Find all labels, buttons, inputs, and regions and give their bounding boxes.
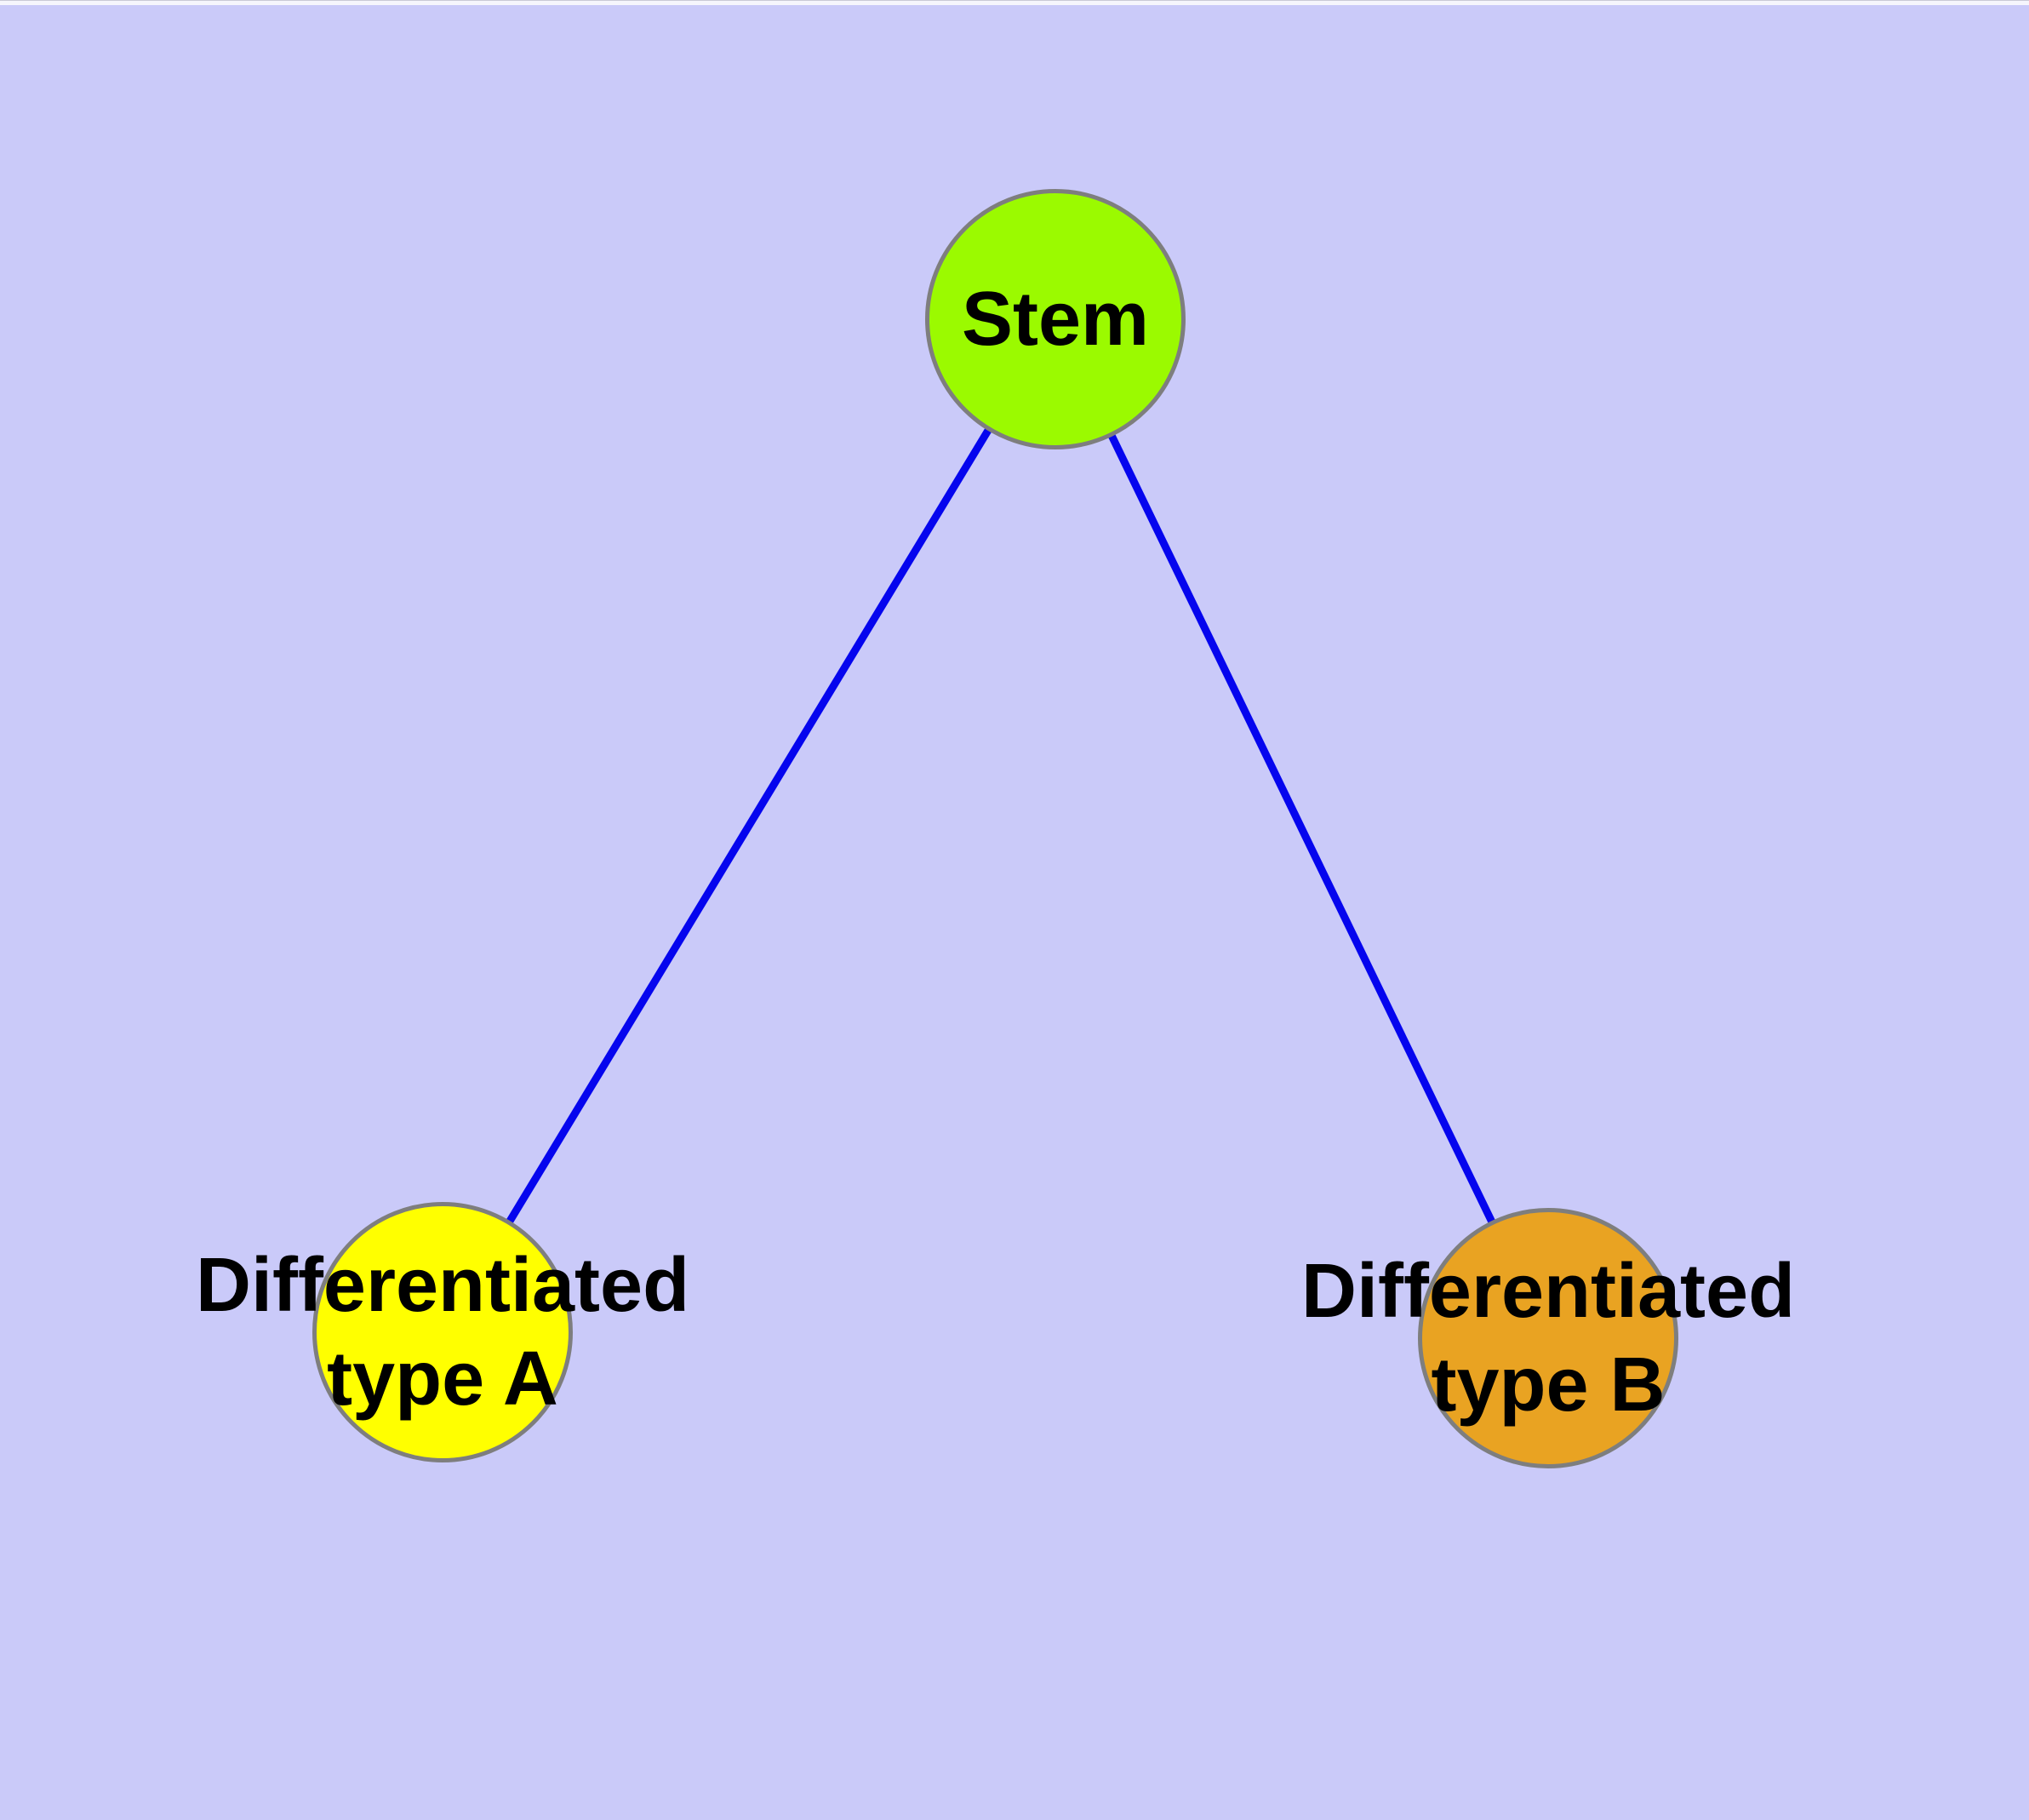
node-type-b-label-line1: Differentiated — [1300, 1249, 1796, 1334]
node-differentiated-type-b: Differentiated type B — [1301, 1208, 1795, 1468]
node-type-b-label-line2: type B — [1431, 1342, 1666, 1428]
node-type-a-label-line1: Differentiated — [195, 1243, 690, 1328]
node-type-a-label: Differentiated type A — [196, 1239, 689, 1426]
node-differentiated-type-a: Differentiated type A — [196, 1202, 689, 1462]
edge-stem-to-type-b — [1051, 318, 1552, 1340]
node-stem-label: Stem — [962, 272, 1149, 366]
node-type-a-label-line2: type A — [327, 1336, 558, 1422]
node-stem-label-text: Stem — [961, 277, 1150, 362]
window-top-edge — [0, 0, 2029, 5]
edge-stem-to-type-a — [439, 317, 1059, 1335]
node-stem: Stem — [925, 189, 1186, 449]
node-type-b-label: Differentiated type B — [1301, 1245, 1795, 1432]
